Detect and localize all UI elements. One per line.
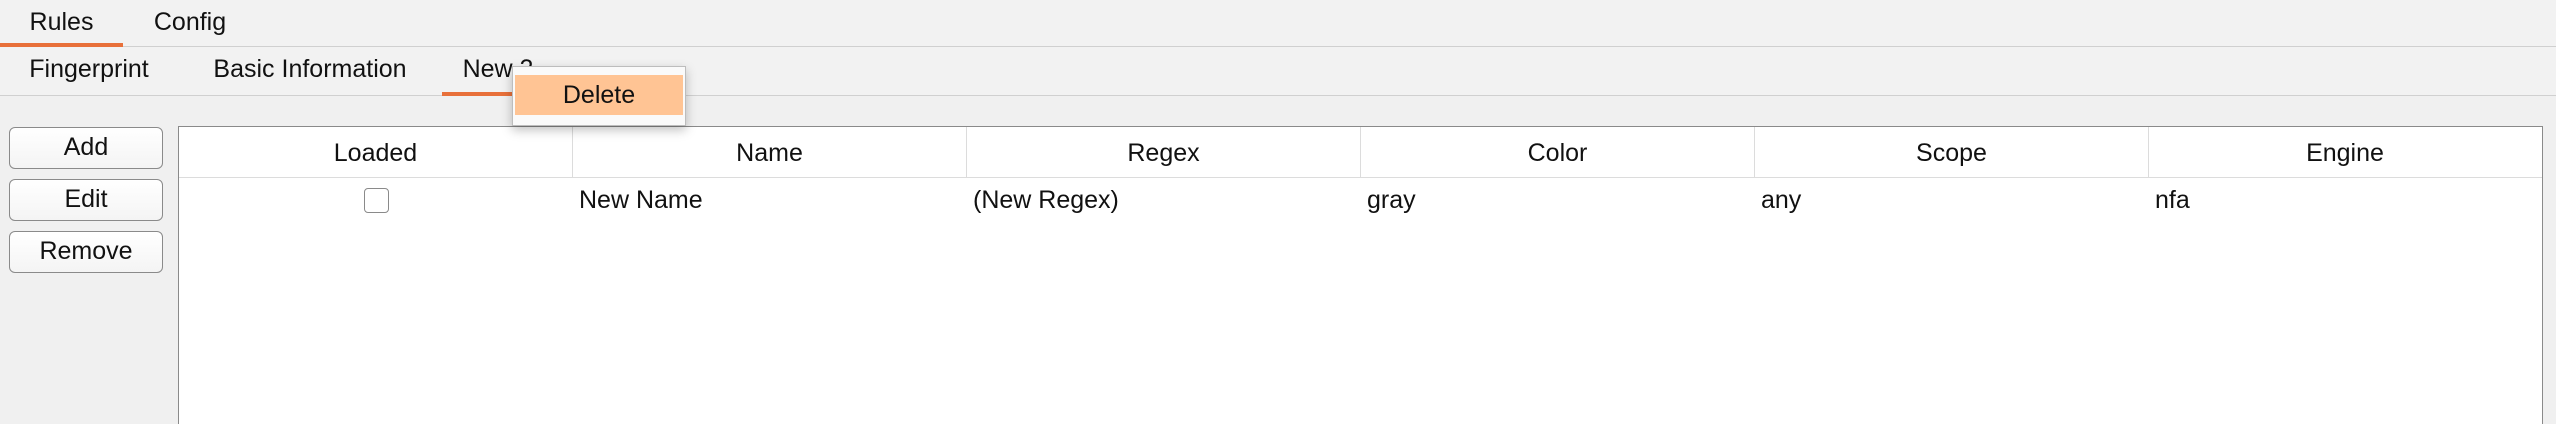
tab-context-menu: Delete	[512, 66, 686, 126]
top-tab-bar: Rules Config	[0, 0, 2556, 47]
column-header-loaded[interactable]: Loaded	[179, 127, 573, 177]
edit-button[interactable]: Edit	[9, 179, 163, 221]
cell-color: gray	[1367, 186, 1416, 214]
column-header-scope[interactable]: Scope	[1755, 127, 2149, 177]
sub-tab-bar: Fingerprint Basic Information New 2	[0, 47, 2556, 96]
tab-fingerprint[interactable]: Fingerprint	[0, 47, 178, 95]
tab-config-label: Config	[153, 8, 227, 36]
cell-regex: (New Regex)	[973, 186, 1119, 214]
tab-config[interactable]: Config	[130, 0, 250, 46]
column-header-regex[interactable]: Regex	[967, 127, 1361, 177]
rules-table[interactable]: Loaded Name Regex Color Scope Engine New…	[178, 126, 2543, 424]
table-row[interactable]: New Name (New Regex) gray any nfa	[179, 178, 2542, 222]
tab-basic-information[interactable]: Basic Information	[190, 47, 430, 95]
column-header-name[interactable]: Name	[573, 127, 967, 177]
column-header-engine[interactable]: Engine	[2306, 139, 2384, 167]
cell-scope: any	[1761, 186, 1802, 214]
column-header-color[interactable]: Color	[1361, 127, 1755, 177]
delete-menu-item[interactable]: Delete	[515, 75, 683, 115]
remove-button[interactable]: Remove	[9, 231, 163, 273]
tab-fingerprint-label: Fingerprint	[29, 55, 149, 83]
table-header: Loaded Name Regex Color Scope Engine	[179, 127, 2542, 178]
tab-rules[interactable]: Rules	[0, 0, 123, 47]
cell-engine: nfa	[2155, 186, 2190, 214]
add-button[interactable]: Add	[9, 127, 163, 169]
loaded-checkbox[interactable]	[364, 188, 389, 213]
tab-basic-information-label: Basic Information	[213, 55, 407, 83]
tab-rules-label: Rules	[29, 8, 94, 36]
cell-name: New Name	[579, 186, 703, 214]
